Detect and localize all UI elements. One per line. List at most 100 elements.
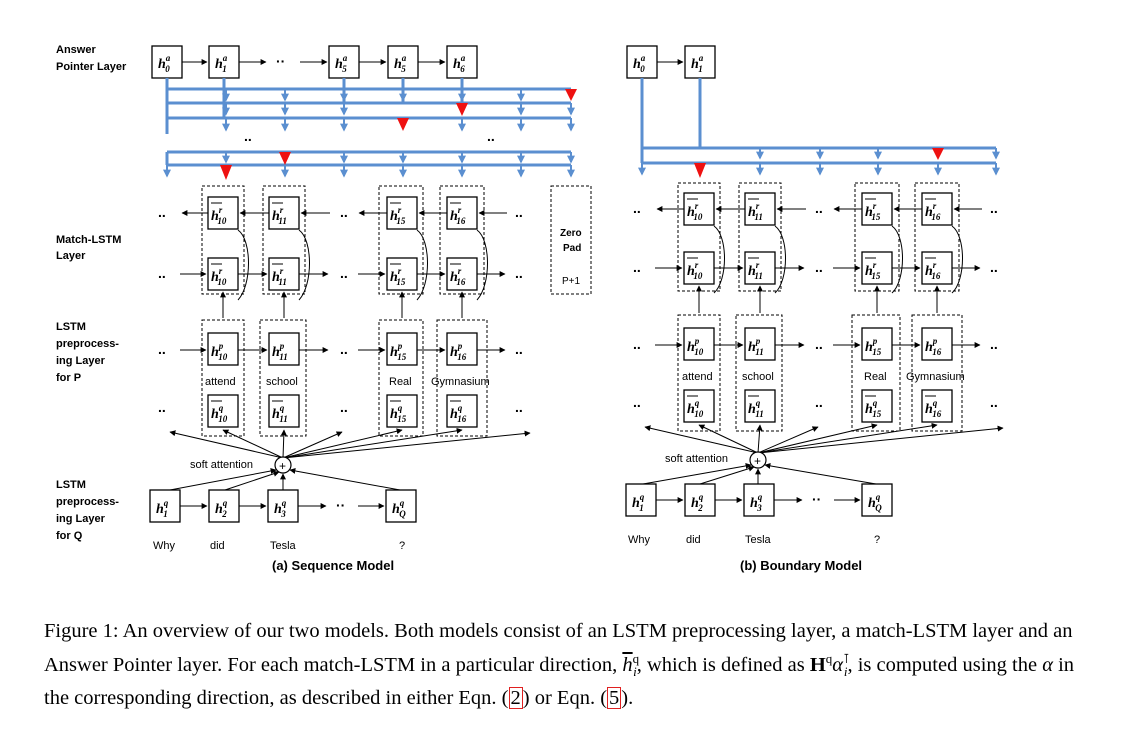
soft-attention-node — [749, 451, 767, 469]
sequence-model: Answer Pointer Layer Match-LSTM Layer LS… — [56, 44, 592, 573]
caption-symbol-alpha-sub: i — [843, 663, 848, 679]
caption-text-6: ). — [621, 686, 634, 709]
soft-attention-label: soft attention — [190, 459, 253, 471]
passage-word: Real — [389, 376, 412, 388]
question-word: Tesla — [745, 534, 772, 546]
figure-caption: Figure 1: An overview of our two models.… — [44, 618, 1089, 712]
plus-sign: + — [754, 454, 761, 468]
caption-symbol-h: h — [622, 653, 633, 676]
ellipsis: .. — [515, 341, 523, 357]
ellipsis: .. — [158, 265, 166, 281]
ellipsis: .. — [990, 200, 998, 216]
passage-word: Real — [864, 371, 887, 383]
caption-text-2: , which is defined as — [636, 653, 810, 676]
caption-symbol-h-sup: q — [632, 651, 640, 666]
passage-word: school — [742, 371, 774, 383]
ellipsis: .. — [244, 128, 252, 144]
lstm-p-label-line4: for P — [56, 372, 81, 384]
ellipsis: .. — [815, 336, 823, 352]
passage-word: Gymnasium — [906, 371, 965, 383]
answer-pointer-label-line2: Pointer Layer — [56, 61, 127, 73]
ellipsis: .. — [515, 399, 523, 415]
caption-symbol-alpha-sup: ⊺ — [843, 651, 850, 666]
passage-word: attend — [205, 376, 236, 388]
ellipsis: .. — [340, 341, 348, 357]
ellipsis: .. — [815, 200, 823, 216]
question-word: Tesla — [270, 540, 297, 552]
ellipsis: .. — [340, 204, 348, 220]
passage-word: attend — [682, 371, 713, 383]
ellipsis: .. — [340, 399, 348, 415]
question-word: ? — [874, 534, 880, 546]
soft-attention-label: soft attention — [665, 453, 728, 465]
equation-ref-5[interactable]: 5 — [607, 686, 622, 709]
caption-text-5: ) or Eqn. ( — [522, 686, 608, 709]
equation-ref-2[interactable]: 2 — [508, 686, 523, 709]
plus-sign: + — [279, 459, 286, 473]
subcaption-sequence: (a) Sequence Model — [272, 558, 394, 573]
pointer-highlight-lower — [220, 152, 291, 180]
ellipsis: .. — [158, 204, 166, 220]
ellipsis: .. — [815, 394, 823, 410]
ellipsis: .. — [158, 341, 166, 357]
caption-symbol-H-sup: q — [825, 651, 833, 666]
p-plus-one-label: P+1 — [562, 276, 581, 287]
ellipsis: .. — [633, 336, 641, 352]
lstm-p-label-line3: ing Layer — [56, 355, 106, 367]
pointer-arrows-lower — [163, 152, 575, 178]
caption-symbol-h-sub: i — [633, 663, 637, 679]
passage-word: Gymnasium — [431, 376, 490, 388]
ellipsis: .. — [990, 259, 998, 275]
lstm-q-label-line3: ing Layer — [56, 513, 106, 525]
soft-attention-fan — [169, 427, 531, 491]
question-word: did — [686, 534, 701, 546]
pointer-highlight-upper — [397, 89, 577, 131]
soft-attention-node — [274, 456, 292, 474]
ellipsis: ·· — [276, 53, 285, 69]
match-lstm-label-line2: Layer — [56, 250, 86, 262]
question-word: Why — [628, 534, 651, 546]
answer-pointer-label-line1: Answer — [56, 44, 96, 56]
caption-symbol-alpha: α — [832, 653, 844, 676]
caption-text-3: , is computed using the — [847, 653, 1043, 676]
pointer-lines-lower — [165, 150, 571, 167]
pointer-lines-upper — [165, 78, 571, 134]
caption-text-4: in the corresponding direction, as descr… — [44, 653, 1075, 709]
zero-pad-label-line1: Zero — [560, 228, 582, 239]
ellipsis: .. — [487, 128, 495, 144]
boundary-soft-attention-fan — [642, 422, 1004, 485]
question-word: did — [210, 540, 225, 552]
ellipsis: .. — [340, 265, 348, 281]
ellipsis: .. — [515, 204, 523, 220]
ellipsis: .. — [633, 200, 641, 216]
boundary-pointer-arrows — [638, 148, 1000, 176]
zero-pad-label-line2: Pad — [563, 243, 581, 254]
subcaption-boundary: (b) Boundary Model — [740, 558, 862, 573]
ellipsis: .. — [633, 394, 641, 410]
